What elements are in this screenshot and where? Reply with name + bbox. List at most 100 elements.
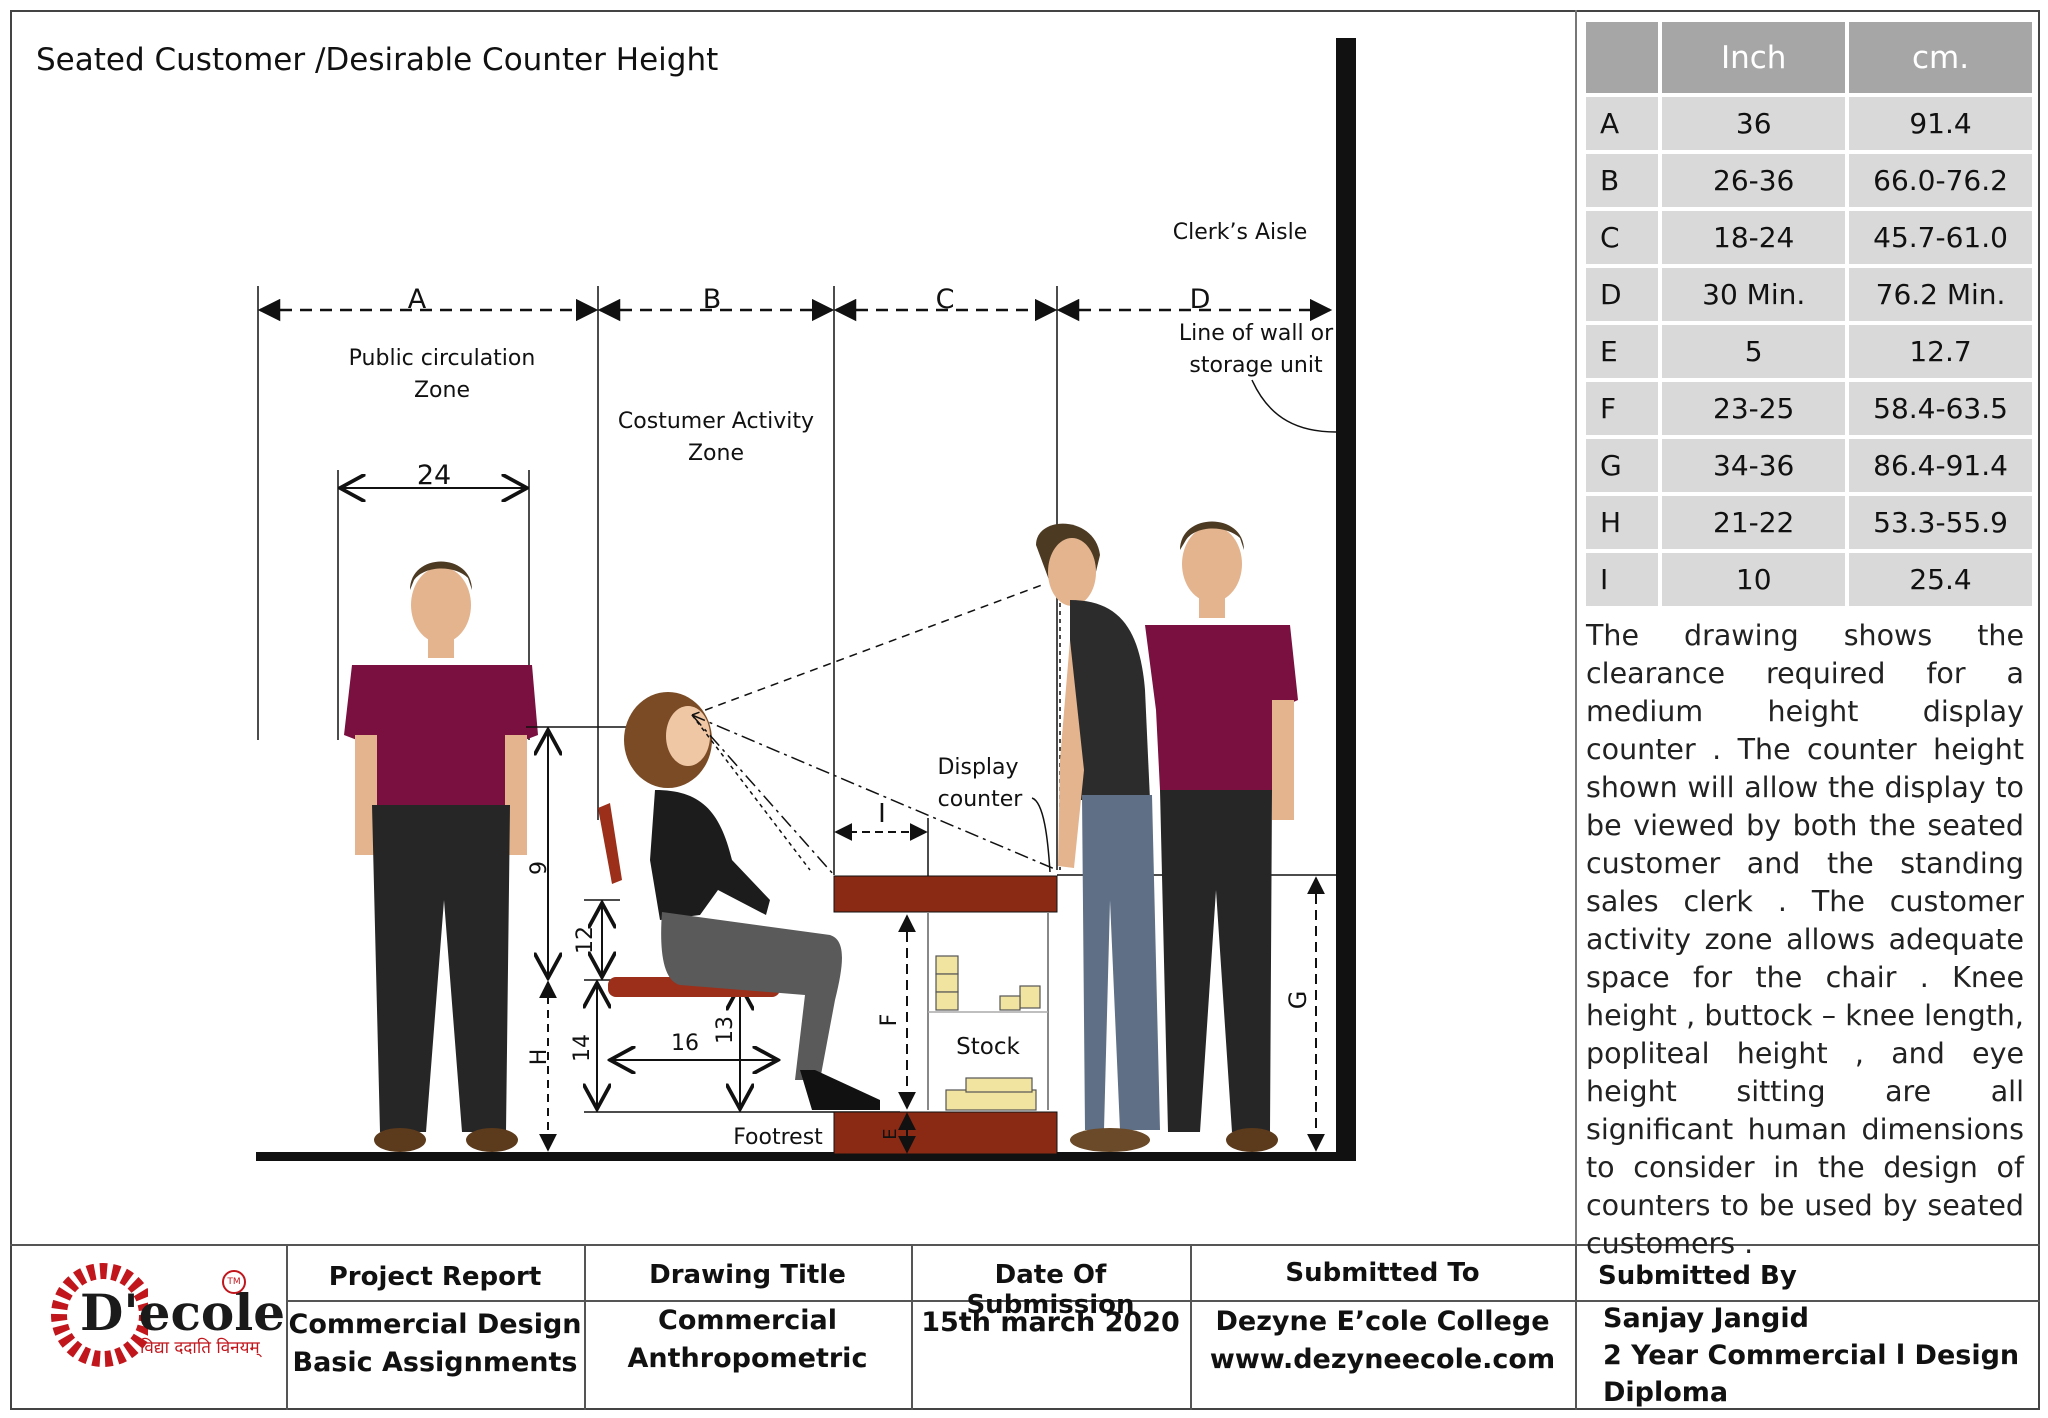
anthropometric-diagram: A B C D Public circulation Zone Costumer…	[256, 38, 1356, 1161]
seated-customer-figure	[624, 692, 880, 1110]
drawing-title-value: Commercial	[658, 1305, 837, 1336]
table-cell: 53.3-55.9	[1849, 496, 2032, 549]
stock-label: Stock	[956, 1034, 1020, 1060]
zone-a-label: A	[408, 284, 427, 315]
table-cell: D	[1586, 268, 1659, 321]
trademark-icon: TM	[222, 1270, 246, 1294]
standing-customer-figure	[344, 561, 538, 1152]
footer-divider	[10, 1244, 2040, 1246]
date-value: 15th march 2020	[921, 1307, 1180, 1338]
footer-mid-divider	[286, 1300, 2040, 1302]
table-cell: F	[1586, 382, 1659, 435]
table-cell: 86.4-91.4	[1849, 439, 2032, 492]
footer-col-divider	[286, 1244, 288, 1410]
footrest-label: Footrest	[733, 1125, 823, 1150]
table-header-cell: Inch	[1662, 22, 1846, 93]
table-cell: C	[1586, 211, 1659, 264]
wall-line-label: Line of wall or	[1179, 321, 1334, 346]
dim-16-label: 16	[671, 1031, 699, 1056]
wall-line	[1336, 38, 1356, 1161]
dim-f-label: F	[877, 1014, 902, 1027]
display-counter-label-2: counter	[938, 787, 1024, 812]
table-cell: 76.2 Min.	[1849, 268, 2032, 321]
zone-b-label: B	[703, 284, 722, 315]
drawing-title: Seated Customer /Desirable Counter Heigh…	[36, 42, 719, 78]
project-report-value: Commercial Design	[288, 1309, 582, 1340]
activity-zone-label: Costumer Activity	[618, 409, 814, 434]
logo-tagline: विद्या ददाति विनयम्	[140, 1338, 260, 1358]
floor-line	[256, 1152, 1356, 1161]
display-counter	[833, 875, 1058, 1155]
dim-9-label: 9	[527, 861, 552, 875]
dim-24-label: 24	[417, 460, 451, 491]
submitted-by-label: Submitted By	[1598, 1261, 1797, 1291]
table-header-row: Inch cm.	[1586, 22, 2032, 93]
wall-line-label-2: storage unit	[1189, 353, 1323, 378]
vertical-divider	[1575, 10, 1577, 1245]
standing-clerk-figure	[1145, 521, 1298, 1152]
public-zone-label: Public circulation	[349, 346, 536, 371]
table-cell: 91.4	[1849, 97, 2032, 150]
table-header-cell: cm.	[1849, 22, 2032, 93]
project-report-value-2: Basic Assignments	[292, 1347, 578, 1378]
table-cell: I	[1586, 553, 1659, 606]
dim-12-label: 12	[573, 926, 598, 954]
dim-e-label: E	[880, 1128, 901, 1139]
table-cell: 12.7	[1849, 325, 2032, 378]
dim-14-label: 14	[570, 1034, 595, 1062]
display-leader-line	[1031, 797, 1051, 873]
submitted-to-label: Submitted To	[1285, 1258, 1480, 1288]
footer-col-divider	[911, 1244, 913, 1410]
page-frame	[10, 10, 2040, 1410]
table-header-cell	[1586, 22, 1659, 93]
table-cell: 58.4-63.5	[1849, 382, 2032, 435]
dim-13-label: 13	[713, 1016, 738, 1044]
footer-col-divider	[584, 1244, 586, 1410]
table-cell: A	[1586, 97, 1659, 150]
table-cell: G	[1586, 439, 1659, 492]
submitted-by-course-2: Diploma	[1603, 1377, 1729, 1408]
dim-i-label: I	[878, 799, 886, 829]
table-cell: 36	[1662, 97, 1846, 150]
date-label: Date Of Submission	[966, 1260, 1135, 1320]
table-cell: 5	[1662, 325, 1846, 378]
description-text: The drawing shows the clearance required…	[1586, 619, 2024, 1260]
table-cell: 66.0-76.2	[1849, 154, 2032, 207]
logo-wordmark: D'ecole	[80, 1283, 286, 1342]
drawing-title-value-2: Anthropometric	[627, 1343, 868, 1374]
public-zone-label-2: Zone	[414, 378, 470, 403]
display-counter-label: Display	[937, 755, 1018, 780]
table-cell: 30 Min.	[1662, 268, 1846, 321]
sales-clerk-figure	[1036, 523, 1160, 1152]
dim-h-label: H	[527, 1049, 552, 1066]
table-cell: B	[1586, 154, 1659, 207]
table-cell: 18-24	[1662, 211, 1846, 264]
project-report-label: Project Report	[328, 1262, 542, 1292]
submitted-by-course: 2 Year Commercial l Design	[1603, 1340, 2020, 1371]
table-cell: H	[1586, 496, 1659, 549]
zone-d-label: D	[1190, 284, 1211, 315]
submitted-by-name: Sanjay Jangid	[1603, 1303, 1809, 1334]
table-cell: 45.7-61.0	[1849, 211, 2032, 264]
table-cell: 26-36	[1662, 154, 1846, 207]
wall-leader-line	[1251, 379, 1337, 433]
submitted-to-value: Dezyne E’cole College	[1215, 1306, 1550, 1337]
footer-col-divider	[1190, 1244, 1192, 1410]
table-cell: 10	[1662, 553, 1846, 606]
table-cell: 23-25	[1662, 382, 1846, 435]
decole-logo-icon	[51, 1263, 148, 1367]
submitted-to-website: www.dezyneecole.com	[1209, 1344, 1556, 1375]
clerk-aisle-label: Clerk’s Aisle	[1173, 220, 1308, 245]
drawing-title-label: Drawing Title	[649, 1260, 846, 1290]
table-cell: 34-36	[1662, 439, 1846, 492]
